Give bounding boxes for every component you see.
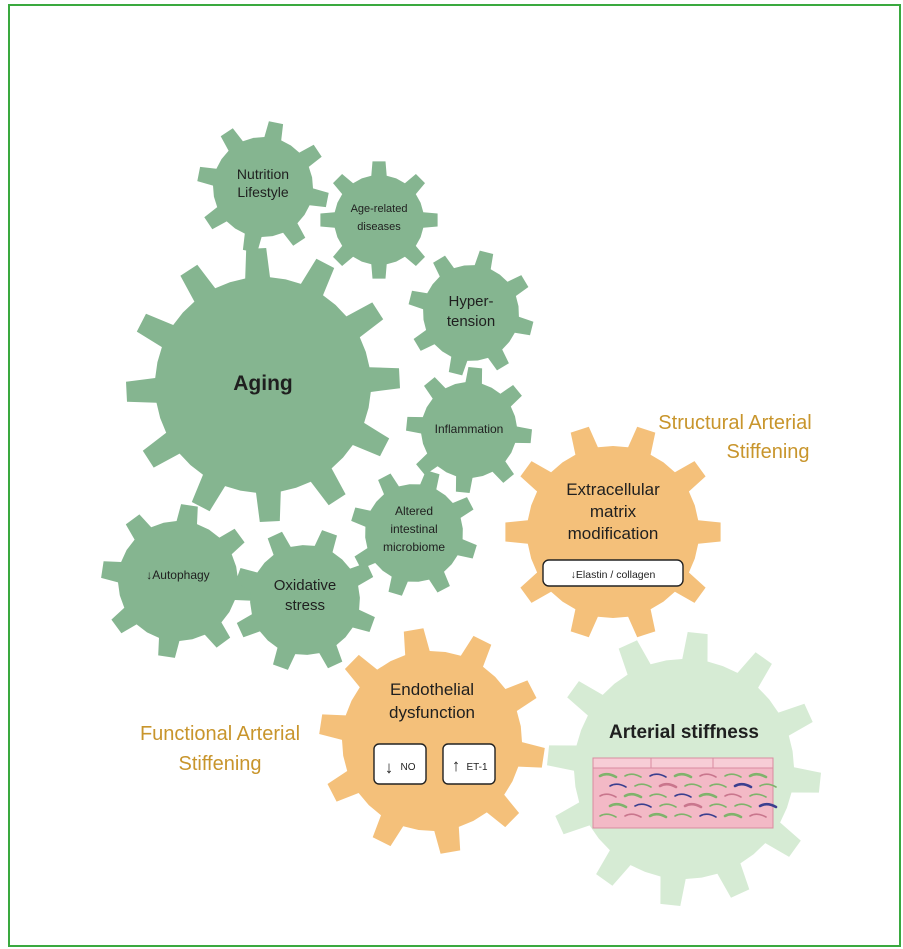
inflammation-label: Inflammation xyxy=(435,422,504,436)
arterial-tissue-illustration xyxy=(592,757,778,829)
tissue-fiber xyxy=(758,802,778,809)
tissue-fiber xyxy=(659,803,677,808)
tissue-fiber xyxy=(599,793,617,798)
age-related-label: Age-related xyxy=(351,203,408,215)
tissue-fiber xyxy=(748,772,768,779)
tissue-fiber xyxy=(709,803,727,808)
tissue-fiber xyxy=(674,793,692,798)
stress-label: stress xyxy=(285,597,325,614)
tissue-fiber xyxy=(634,783,652,788)
gear-diagram: Aging Nutrition Lifestyle Age-related di… xyxy=(101,121,821,906)
nutrition-label: Nutrition xyxy=(237,166,289,182)
hyper-label: Hyper- xyxy=(448,293,493,310)
tissue-fiber xyxy=(724,773,742,778)
tissue-fiber xyxy=(649,773,667,778)
tissue-fiber xyxy=(623,792,643,799)
arterial-stiffness-label: Arterial stiffness xyxy=(609,722,759,743)
autophagy-gear xyxy=(101,504,255,658)
structural-label-line1: Structural Arterial xyxy=(658,412,811,434)
diseases-label: diseases xyxy=(357,221,401,233)
tissue-fiber xyxy=(733,782,753,789)
tissue-fiber xyxy=(624,773,642,778)
tissue-fiber xyxy=(624,813,642,818)
et1-arrow: ↑ xyxy=(452,756,461,775)
tissue-fiber xyxy=(709,783,727,788)
no-arrow: ↓ xyxy=(385,758,394,777)
tension-label: tension xyxy=(447,313,495,330)
endothelial-dysfunction-gear xyxy=(319,628,545,854)
tissue-fiber xyxy=(699,813,717,818)
inflammation-gear xyxy=(406,367,532,493)
tissue-fiber xyxy=(674,813,692,818)
extracellular-label: Extracellular xyxy=(566,480,660,499)
dysfunction-label: dysfunction xyxy=(389,703,475,722)
microbiome-gear xyxy=(351,470,477,596)
nutrition-lifestyle-gear xyxy=(197,121,329,253)
hypertension-gear xyxy=(408,250,534,376)
elastin-collagen-box xyxy=(542,559,684,587)
endothelial-label: Endothelial xyxy=(390,680,474,699)
tissue-fiber xyxy=(634,803,652,808)
modification-label: modification xyxy=(568,524,659,543)
tissue-fiber xyxy=(658,782,678,789)
tissue-fiber xyxy=(759,783,777,788)
tissue-fiber xyxy=(724,793,742,798)
tissue-fiber xyxy=(749,793,767,798)
tissue-fiber xyxy=(599,813,617,818)
functional-label-line2: Stiffening xyxy=(178,753,261,775)
tissue-fiber xyxy=(609,783,627,788)
tissue-fiber xyxy=(608,802,628,809)
autophagy-label: ↓Autophagy xyxy=(146,568,209,582)
figure-frame: Aging Nutrition Lifestyle Age-related di… xyxy=(8,4,901,947)
tissue-fiber xyxy=(673,772,693,779)
oxidative-stress-gear xyxy=(235,530,375,670)
no-box xyxy=(373,743,427,785)
tissue-fiber xyxy=(684,783,702,788)
tissue-fiber xyxy=(598,772,618,779)
microbiome-label: microbiome xyxy=(383,540,445,554)
structural-label-line2: Stiffening xyxy=(726,441,809,463)
tissue-fiber xyxy=(699,773,717,778)
tissue-fiber xyxy=(649,793,667,798)
no-label: NO xyxy=(401,762,416,773)
matrix-label: matrix xyxy=(590,502,637,521)
et1-box xyxy=(442,743,496,785)
tissue-fiber xyxy=(648,812,668,819)
oxidative-label: Oxidative xyxy=(274,577,337,594)
tissue-fiber xyxy=(723,812,743,819)
tissue-fiber xyxy=(698,792,718,799)
elastin-collagen-label: ↓Elastin / collagen xyxy=(571,569,656,581)
tissue-fiber xyxy=(683,802,703,809)
aging-gear xyxy=(126,248,400,522)
lifestyle-label: Lifestyle xyxy=(237,184,289,200)
tissue-fiber xyxy=(734,803,752,808)
tissue-fiber xyxy=(749,813,767,818)
intestinal-label: intestinal xyxy=(390,522,437,536)
aging-label: Aging xyxy=(233,372,292,395)
age-related-diseases-gear xyxy=(320,161,438,279)
functional-label-line1: Functional Arterial xyxy=(140,723,300,745)
altered-label: Altered xyxy=(395,504,433,518)
et1-label: ET-1 xyxy=(466,762,488,773)
